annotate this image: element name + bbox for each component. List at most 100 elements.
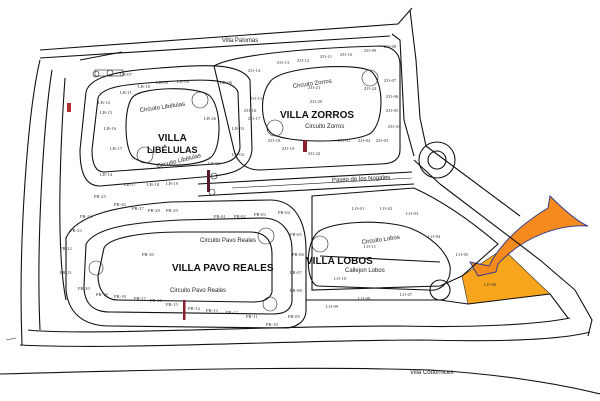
lot-label: PR-08 [290, 288, 302, 293]
lot-label: PR-17 [134, 296, 146, 301]
lot-label: ZO-19 [282, 146, 295, 151]
lot-label: LB-01 [208, 161, 221, 166]
block-libelulas [79, 65, 253, 187]
lot-label: ZO-01 [338, 138, 351, 143]
main-roads [0, 7, 600, 395]
lot-label: ZO-17 [248, 116, 261, 121]
lot-label: LB-12 [98, 100, 111, 105]
street-callejon-lobos: Callejon Lobos [345, 268, 385, 274]
lot-label: ZO-05 [386, 108, 399, 113]
lot-label: ZO-06 [386, 94, 399, 99]
zone-lobos: VILLA LOBOS [306, 256, 373, 267]
street-villa-codornices: Villa Codornices [410, 370, 453, 376]
lot-label: PR-01 [214, 214, 226, 219]
lot-label: ZO-15 [250, 96, 263, 101]
lot-label: PR-20 [78, 286, 90, 291]
lot-label: LO-09 [326, 304, 339, 309]
lot-label: LO-06 [484, 282, 497, 287]
lot-label: LO-10 [334, 276, 347, 281]
lot-label: PR-26 [114, 202, 126, 207]
lot-labels: LB-07 LB-08 LB-09 LB-10 LB-11 LB-12 LB-1… [60, 44, 497, 327]
lot-label: PR-13 [206, 308, 218, 313]
lot-label: LO-01 [352, 206, 365, 211]
zone-zorros: VILLA ZORROS [280, 110, 354, 121]
lot-label: LO-04 [428, 234, 441, 239]
lot-label: LB-11 [120, 90, 133, 95]
block-pavo-reales [65, 199, 307, 329]
lot-label: PR-04 [278, 210, 290, 215]
lot-label: ZO-04 [388, 124, 401, 129]
zone-libelulas-line2: LIBÉLULAS [147, 145, 198, 155]
lot-label: PR-05 [290, 232, 302, 237]
lot-label: LB-02 [232, 152, 245, 157]
lot-label: PR-25 [94, 194, 106, 199]
lot-label: LB-16 [104, 126, 117, 131]
zone-libelulas-line1: VILLA [158, 133, 187, 144]
lot-label: PR-03 [254, 212, 266, 217]
lot-label: PR-22 [60, 246, 72, 251]
lot-label: PR-21 [60, 270, 72, 275]
lot-label: LB-10 [138, 84, 151, 89]
lot-label: LO-07 [400, 292, 413, 297]
lot-label: PR-23 [70, 228, 82, 233]
lot-label: ZO-16 [244, 108, 257, 113]
lot-label: LB-06 [220, 80, 233, 85]
lot-label: PR-29 [166, 208, 178, 213]
street-circuito-zorros-2: Circuito Zorros [305, 124, 344, 130]
lot-label: ZO-03 [376, 138, 389, 143]
lot-label: PR-19 [96, 292, 108, 297]
street-circuito-libelulas: Circuito Libélulas [139, 102, 185, 114]
lot-label: LO-03 [406, 211, 419, 216]
lot-label: PR-02 [234, 214, 246, 219]
lot-label: PR-07 [290, 270, 302, 275]
lot-label: ZO-21 [308, 85, 321, 90]
lot-label: LO-08 [358, 296, 371, 301]
lot-label: LO-11 [364, 244, 377, 249]
street-circuito-pavo-reales-south: Circuito Pavo Reales [170, 288, 226, 294]
street-circuito-libelulas-2: Circuito Libélulas [156, 153, 202, 170]
block-zorros [213, 45, 401, 171]
lot-label: ZO-08 [384, 44, 397, 49]
lot-label: LB-17 [110, 146, 123, 151]
street-villa-palomas: Villa Palomas [222, 38, 258, 44]
lot-label: PR-30 [142, 252, 154, 257]
lot-label: ZO-24 [364, 86, 377, 91]
street-circuito-lobos: Circuito Lobos [361, 235, 400, 246]
lot-label: LB-17 [124, 182, 137, 187]
lot-label: LB-26 [204, 116, 217, 121]
lot-label: LB-18 [147, 182, 160, 187]
lot-label: ZO-10 [340, 52, 353, 57]
lot-label: ZO-09 [364, 48, 377, 53]
lot-label: LB-08 [177, 79, 190, 84]
lot-label: ZO-22 [308, 151, 321, 156]
lot-label: PR-18 [114, 294, 126, 299]
lot-label: PR-24 [80, 214, 92, 219]
lot-label: LB-09 [156, 80, 169, 85]
pointer-arrow [469, 195, 589, 277]
lot-label: PR-15 [166, 302, 178, 307]
lot-label: ZO-18 [268, 138, 281, 143]
lot-label: PR-11 [246, 314, 258, 319]
lot-label: LB-07 [120, 72, 133, 77]
street-circuito-pavo-reales-north: Circuito Pavo Reales [200, 238, 256, 244]
lot-label: LB-14 [100, 172, 113, 177]
lot-label: LB-19 [166, 181, 179, 186]
lot-label: PR-27 [132, 206, 144, 211]
lot-label: ZO-07 [384, 78, 397, 83]
lot-label: LO-02 [380, 206, 393, 211]
lot-label: LB-03 [232, 126, 245, 131]
lot-label: LO-05 [456, 252, 469, 257]
lot-label: PR-28 [148, 208, 160, 213]
lot-label: ZO-13 [277, 60, 290, 65]
lot-label: ZO-11 [320, 54, 333, 59]
lot-label: ZO-12 [297, 58, 310, 63]
lot-label: PR-16 [150, 298, 162, 303]
lot-label: PR-12 [226, 310, 238, 315]
lot-label: PR-14 [188, 306, 200, 311]
lot-label: PR-09 [288, 314, 300, 319]
street-paseo-nogales: Paseo de los Nogales [332, 175, 391, 184]
lot-label: ZO-02 [358, 138, 371, 143]
lot-label: ZO-14 [248, 68, 261, 73]
lot-label: PR-10 [266, 322, 278, 327]
